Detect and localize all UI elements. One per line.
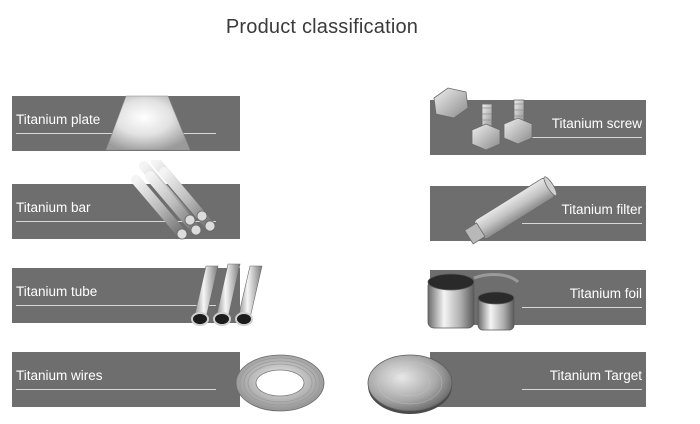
category-label-filter: Titanium filter <box>561 202 642 217</box>
titanium-bar-image <box>131 160 216 240</box>
titanium-screw-image <box>433 87 533 151</box>
label-underline <box>522 223 642 224</box>
label-underline <box>522 389 642 390</box>
label-underline <box>16 305 216 306</box>
label-underline <box>522 307 642 308</box>
titanium-foil-image <box>427 273 520 331</box>
titanium-target-image <box>367 354 453 414</box>
titanium-filter-image <box>464 176 558 245</box>
titanium-wires-image <box>235 354 325 412</box>
category-label-wires: Titanium wires <box>16 368 103 383</box>
category-label-screw: Titanium screw <box>551 116 642 131</box>
label-underline <box>16 389 216 390</box>
label-underline <box>522 137 642 138</box>
category-bar-bar[interactable]: Titanium bar <box>12 184 240 239</box>
titanium-plate-image <box>105 95 191 151</box>
label-underline <box>16 221 216 222</box>
category-bar-target[interactable]: Titanium Target <box>430 352 646 407</box>
category-label-tube: Titanium tube <box>16 284 98 299</box>
titanium-tube-image <box>191 263 263 326</box>
category-bar-wires[interactable]: Titanium wires <box>12 352 240 407</box>
category-label-foil: Titanium foil <box>569 286 642 301</box>
category-label-bar: Titanium bar <box>16 200 91 215</box>
category-label-target: Titanium Target <box>549 368 642 383</box>
page-title: Product classification <box>225 16 419 38</box>
category-label-plate: Titanium plate <box>16 112 101 127</box>
